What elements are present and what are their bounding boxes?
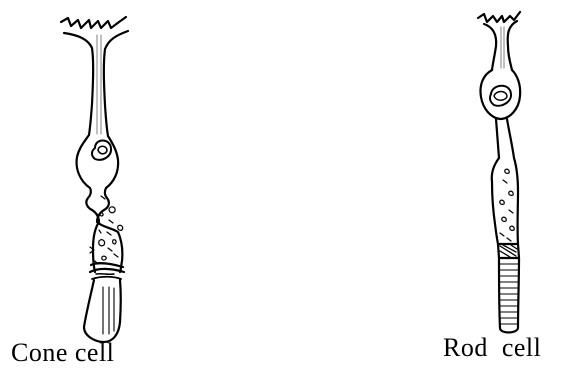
rod-cell-label: Rod cell [443, 335, 541, 361]
cone-cell-drawing [61, 17, 128, 342]
cone-cell-label: Cone cell [11, 340, 114, 366]
rod-cell-drawing [478, 12, 520, 333]
